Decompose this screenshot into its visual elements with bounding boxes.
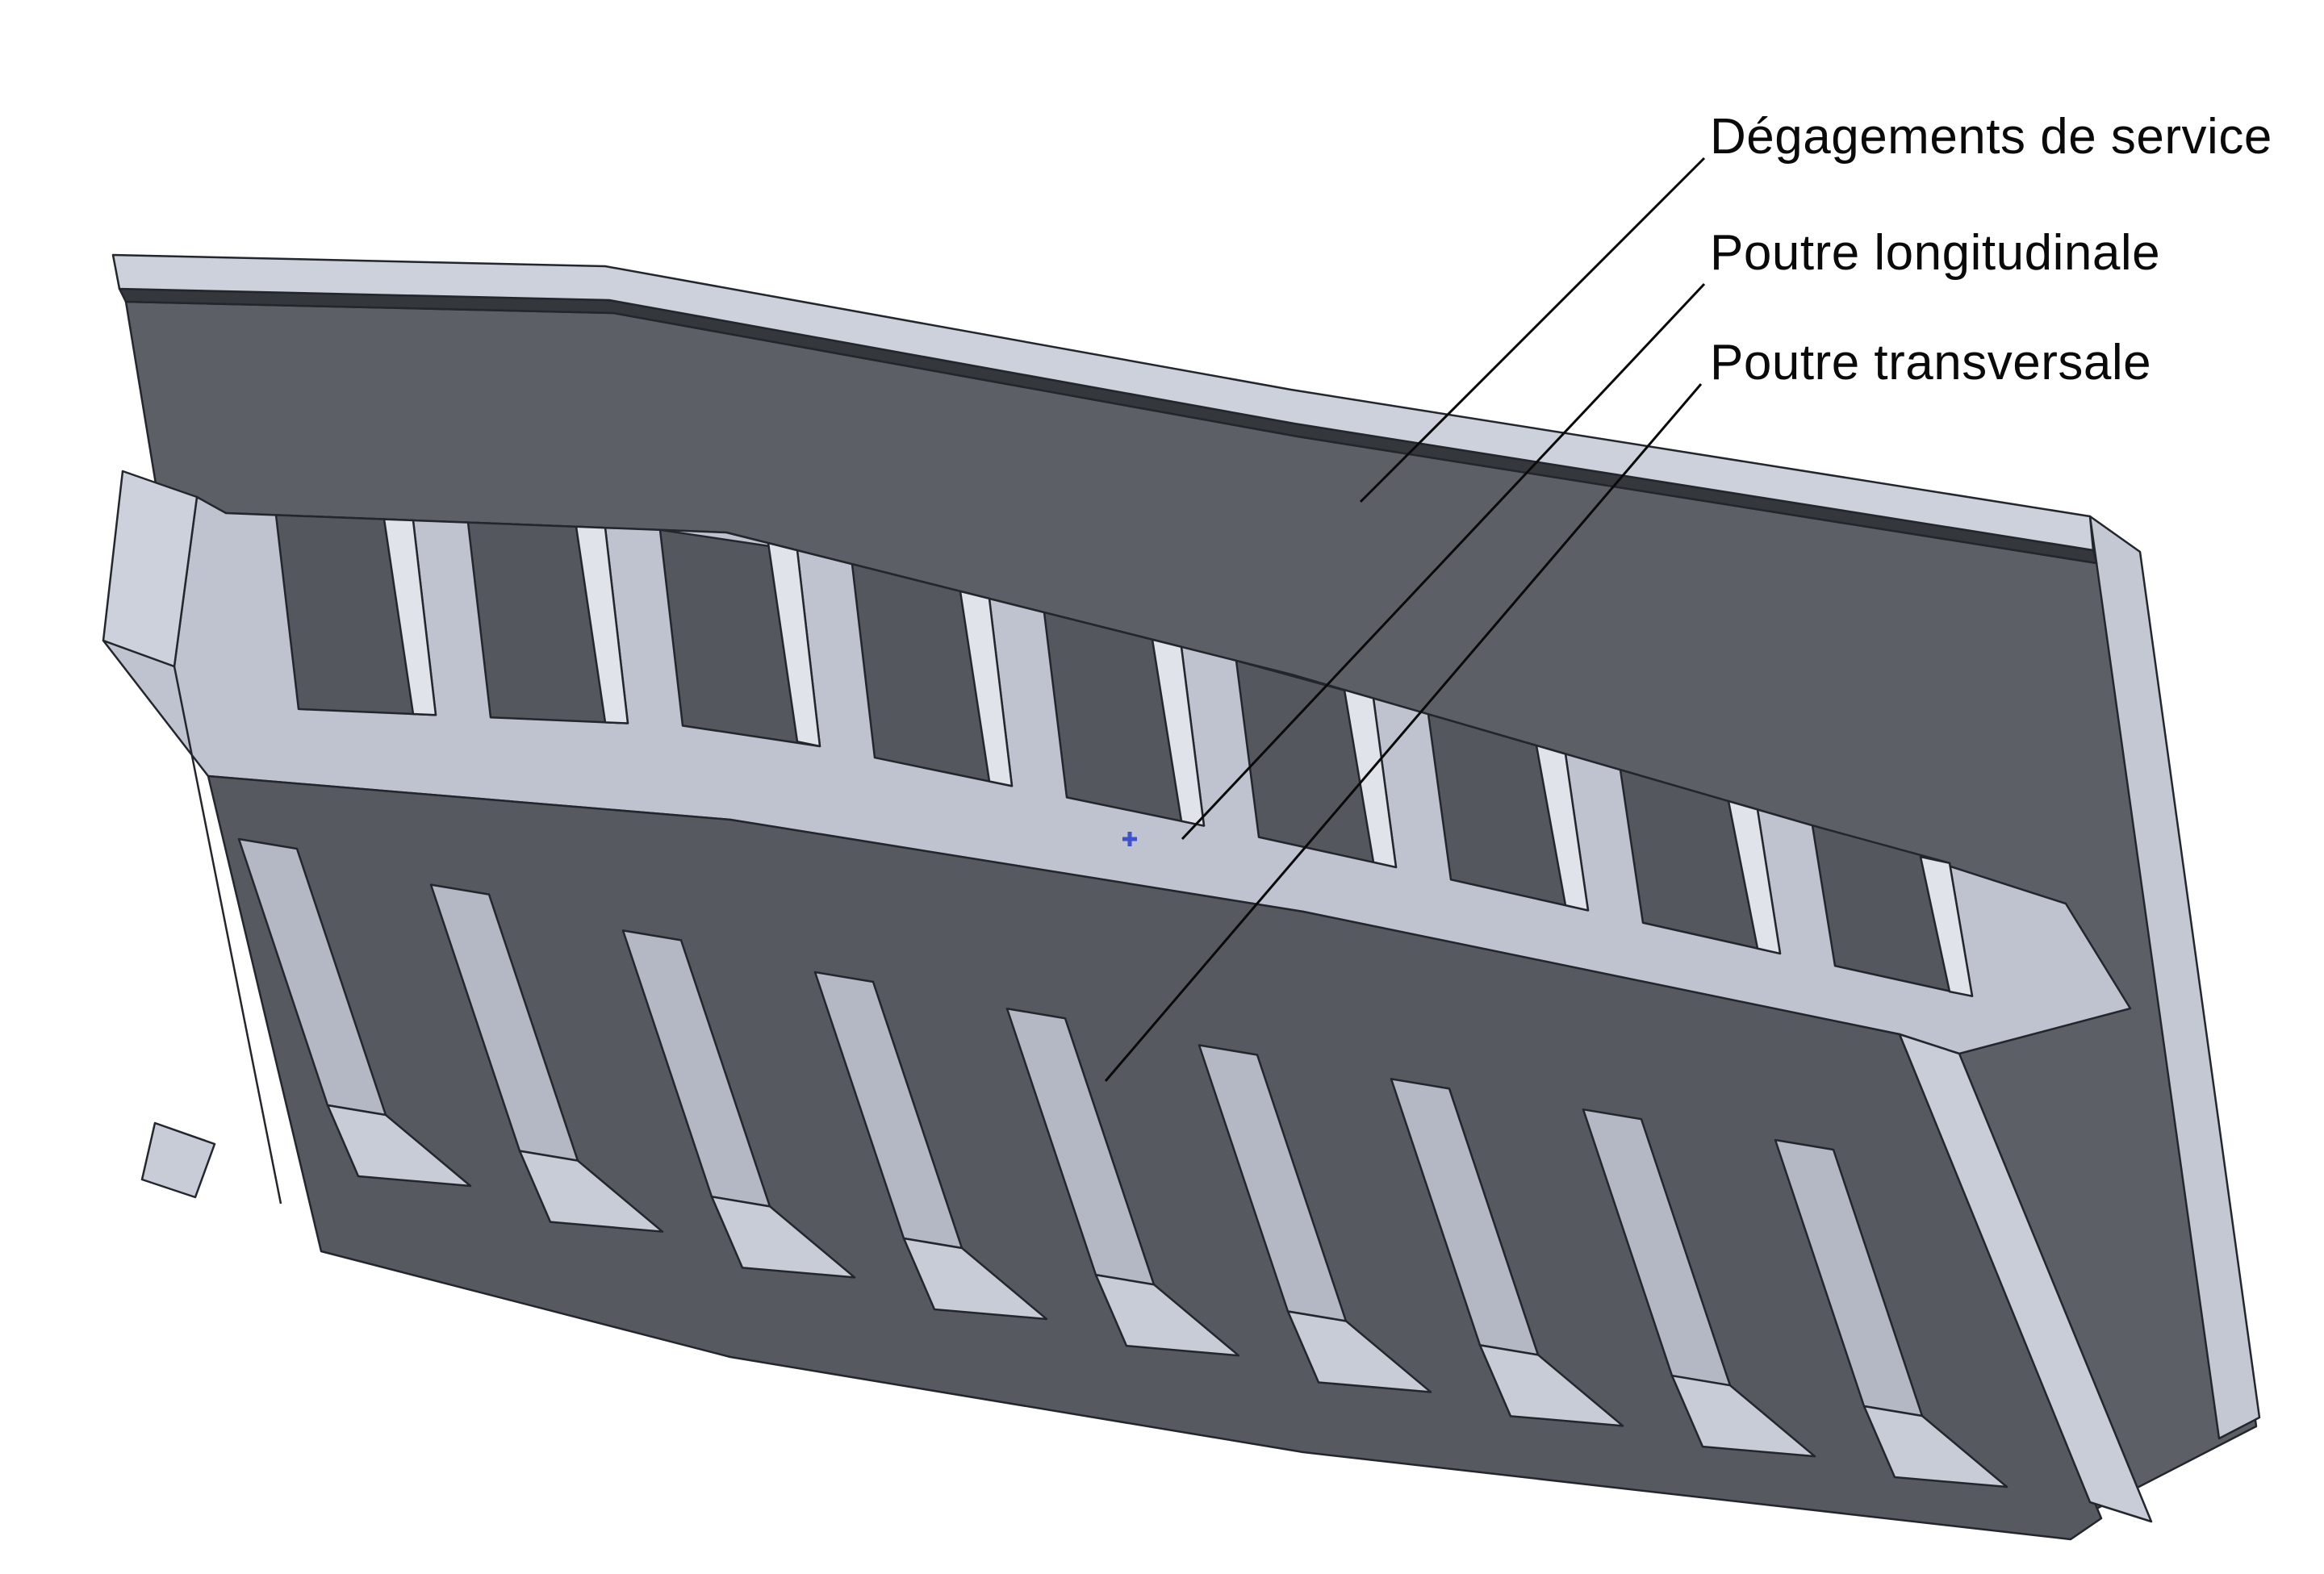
origin-marker: [1122, 832, 1137, 846]
end-post: [1898, 1033, 2153, 1523]
apron-slot-floor: [710, 1196, 856, 1279]
label-poutre-longitudinale: Poutre longitudinale: [1710, 225, 2160, 281]
opening-web-face: [959, 590, 1014, 787]
opening-web-face: [382, 518, 437, 716]
panel-top-cap: [111, 253, 2095, 552]
left-web-edge: [173, 666, 282, 1205]
opening-web-face: [1919, 855, 1974, 997]
left-bottom-flange: [140, 1121, 216, 1199]
opening-web-face: [1151, 638, 1206, 827]
panel-right-edge-band: [2088, 515, 2261, 1440]
apron-slot-floor: [902, 1237, 1048, 1321]
opening-web-face: [1343, 688, 1398, 869]
apron-slot-floor: [1862, 1405, 2008, 1488]
apron-slot-floor: [518, 1150, 664, 1233]
leader-line-degagements-de-service: [1359, 157, 1706, 503]
opening-web-face: [1535, 744, 1590, 912]
apron-slot-floor: [326, 1104, 472, 1188]
apron-slot-floor: [1478, 1344, 1624, 1427]
leader-line-poutre-transversale: [1104, 383, 1703, 1082]
apron-slot-floor: [1286, 1310, 1432, 1393]
opening-web-face: [767, 541, 821, 748]
opening-web-face: [1727, 800, 1782, 955]
opening-web-face: [575, 525, 629, 724]
apron-slots: [237, 837, 2008, 1488]
apron-slot-floor: [1670, 1374, 1816, 1458]
label-degagements-de-service: Dégagements de service: [1710, 109, 2272, 165]
label-poutre-transversale: Poutre transversale: [1710, 335, 2151, 390]
apron-slot-floor: [1094, 1273, 1240, 1357]
deck-openings: [274, 514, 1974, 997]
leader-line-poutre-longitudinale: [1181, 282, 1706, 841]
